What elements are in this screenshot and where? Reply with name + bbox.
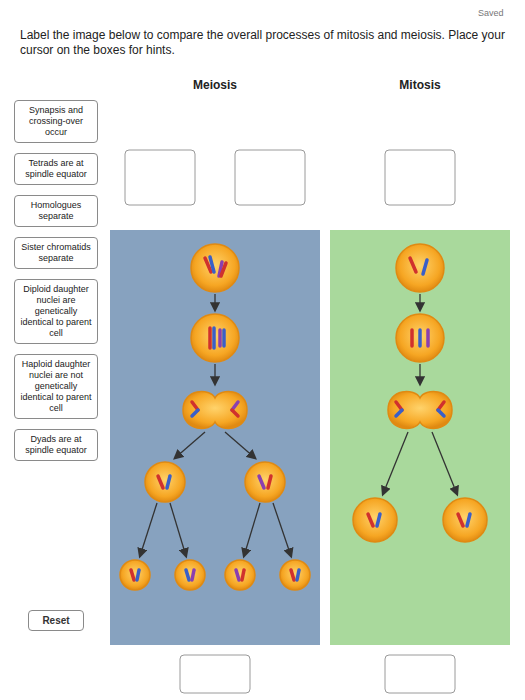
label-tile: Diploid daughter nuclei are genetically … bbox=[14, 279, 98, 344]
label-tile: Haploid daughter nuclei are not genetica… bbox=[14, 354, 98, 419]
label-tile: Sister chromatids separate bbox=[14, 237, 98, 269]
panel-heading: Meiosis bbox=[110, 78, 320, 92]
label-text: Sister chromatids separate bbox=[18, 242, 94, 264]
process-panel: Mitosis bbox=[330, 78, 510, 92]
panel-heading: Mitosis bbox=[330, 78, 510, 92]
status-label: Saved bbox=[478, 8, 504, 18]
process-panel: Meiosis bbox=[110, 78, 320, 92]
label-tile: Synapsis and crossing-over occur bbox=[14, 100, 98, 143]
label-tile: Homologues separate bbox=[14, 195, 98, 227]
label-text: Homologues separate bbox=[18, 200, 94, 222]
label-text: Reset bbox=[39, 615, 73, 626]
label-text: Tetrads are at spindle equator bbox=[18, 158, 94, 180]
label-text: Synapsis and crossing-over occur bbox=[18, 105, 94, 138]
label-text: Haploid daughter nuclei are not genetica… bbox=[18, 359, 94, 414]
label-tile: Tetrads are at spindle equator bbox=[14, 153, 98, 185]
label-text: Dyads are at spindle equator bbox=[18, 434, 94, 456]
reset-button: Reset bbox=[28, 610, 84, 631]
label-tile: Dyads are at spindle equator bbox=[14, 429, 98, 461]
label-text: Diploid daughter nuclei are genetically … bbox=[18, 284, 94, 339]
page-title: Label the image below to compare the ove… bbox=[20, 28, 510, 58]
